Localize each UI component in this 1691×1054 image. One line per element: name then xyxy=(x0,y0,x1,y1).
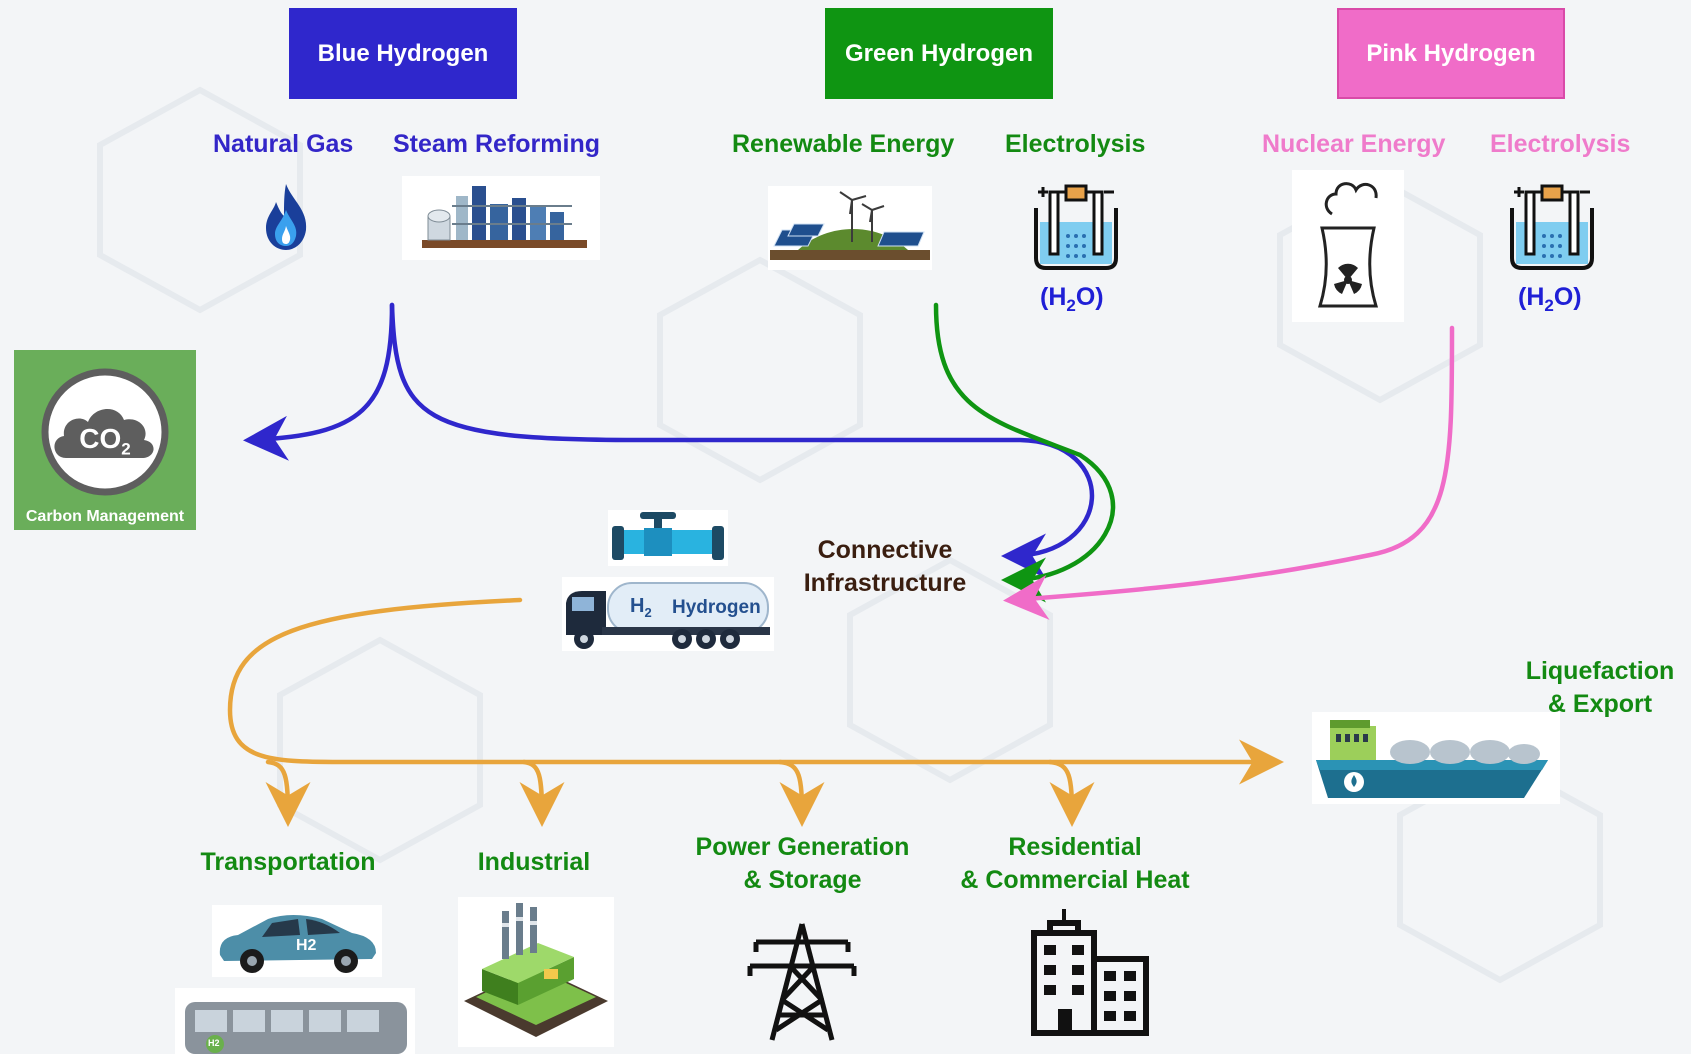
transmission-tower-icon xyxy=(747,923,857,1041)
blue-hydrogen-header: Blue Hydrogen xyxy=(289,8,517,99)
pink-electrolysis-label: Electrolysis xyxy=(1490,130,1631,158)
car-icon xyxy=(212,905,382,977)
steam-reforming-label: Steam Reforming xyxy=(393,130,600,158)
nuclear-plant-icon xyxy=(1292,170,1404,322)
pipeline-icon xyxy=(608,510,728,566)
factory-icon xyxy=(458,897,614,1047)
green-hydrogen-header: Green Hydrogen xyxy=(825,8,1053,99)
hydrogen-truck: H2 Hydrogen xyxy=(562,577,774,651)
refinery-icon xyxy=(402,176,600,260)
carbon-management-label: Carbon Management xyxy=(25,508,185,525)
natural-gas-label: Natural Gas xyxy=(213,130,354,158)
connective-infrastructure-label: Connective Infrastructure xyxy=(803,536,967,597)
pink-to-infrastructure-arrow xyxy=(1003,325,1455,620)
truck-h2-text: H2 xyxy=(630,595,652,620)
green-electrolysis-label: Electrolysis xyxy=(1005,130,1146,158)
lng-ship-icon xyxy=(1312,712,1560,804)
to-transportation-arrow xyxy=(265,759,311,827)
carbon-management-box: CO2 Carbon Management xyxy=(14,350,196,530)
green-to-infrastructure-arrow xyxy=(933,302,1116,603)
pink-hydrogen-title: Pink Hydrogen xyxy=(1366,39,1536,67)
nuclear-energy-label: Nuclear Energy xyxy=(1262,130,1446,158)
blue-hydrogen-title: Blue Hydrogen xyxy=(317,39,489,67)
green-hydrogen-title: Green Hydrogen xyxy=(844,39,1034,67)
infrastructure-distribution-arrow xyxy=(227,597,1284,785)
electrolysis-cell-icon xyxy=(1510,184,1594,270)
car-h2-badge: H2 xyxy=(296,937,317,954)
transportation-label: Transportation xyxy=(200,848,376,876)
renewable-farm-icon xyxy=(768,186,932,270)
industrial-label: Industrial xyxy=(477,848,591,876)
liquefaction-export-label: Liquefaction & Export xyxy=(1525,657,1675,718)
green-water-label: (H2O) xyxy=(1040,283,1104,315)
blue-to-carbon-arrow xyxy=(243,302,395,461)
renewable-energy-label: Renewable Energy xyxy=(732,130,955,158)
electrolysis-cell-icon xyxy=(1034,184,1118,270)
to-residential-arrow xyxy=(1047,759,1095,827)
car: H2 xyxy=(212,905,382,977)
hydrogen-truck-icon xyxy=(562,577,774,651)
bus: H2 xyxy=(175,988,415,1054)
pink-hydrogen-header: Pink Hydrogen xyxy=(1337,8,1565,99)
buildings-icon xyxy=(1031,909,1149,1036)
blue-to-infrastructure-arrow xyxy=(389,302,1095,579)
to-industrial-arrow xyxy=(519,759,565,827)
residential-heat-label: Residential & Commercial Heat xyxy=(960,833,1190,894)
flame-icon xyxy=(266,184,307,250)
co2-text: CO2 xyxy=(79,423,131,459)
truck-hydrogen-text: Hydrogen xyxy=(672,597,761,618)
pink-water-label: (H2O) xyxy=(1518,283,1582,315)
bus-h2-badge: H2 xyxy=(208,1038,220,1048)
co2-cloud-icon xyxy=(41,368,169,496)
bus-icon xyxy=(175,988,415,1054)
to-power-arrow xyxy=(777,759,825,827)
power-generation-label: Power Generation & Storage xyxy=(695,833,910,894)
